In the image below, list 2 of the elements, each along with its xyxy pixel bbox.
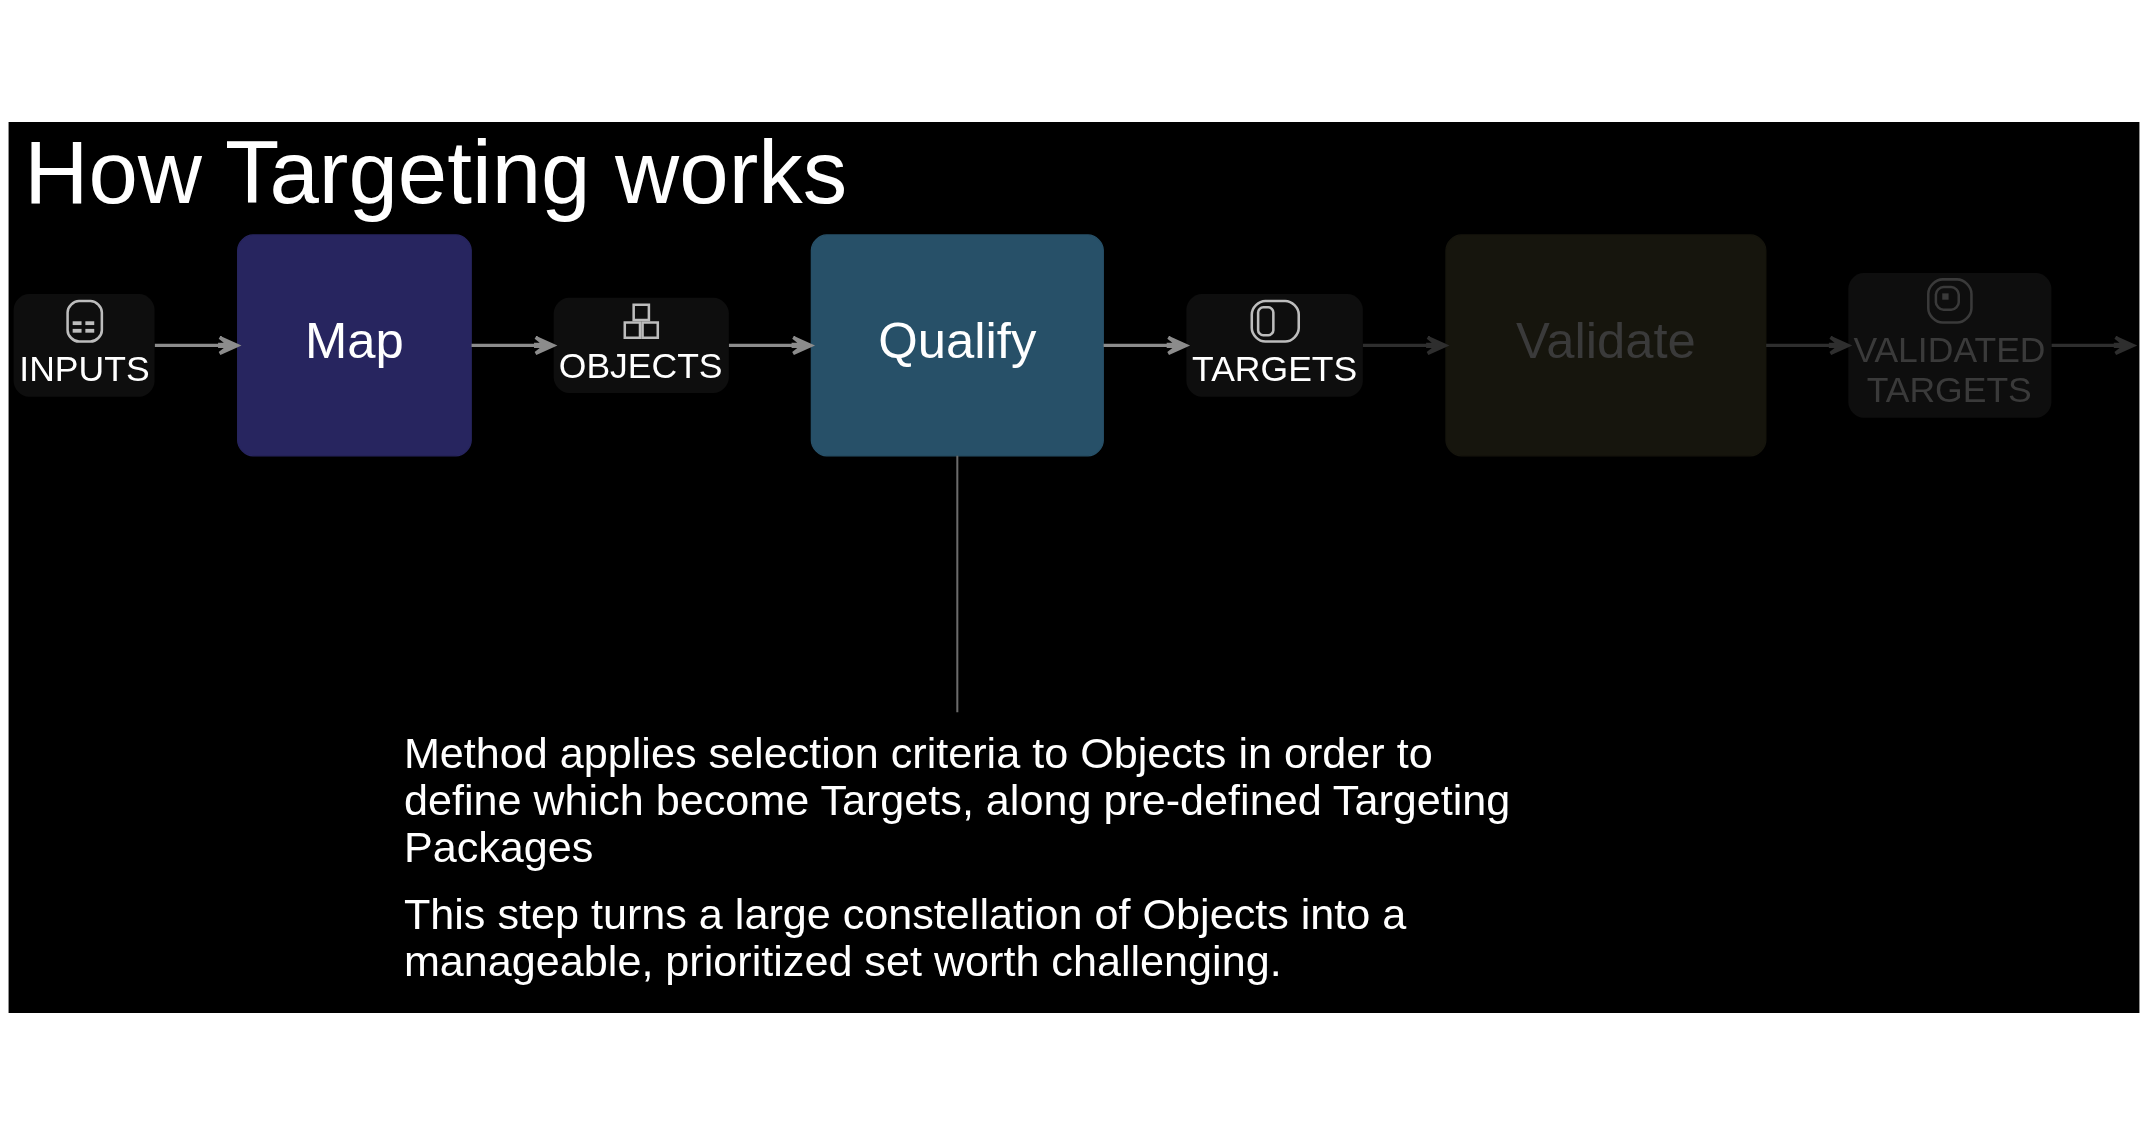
diagram-title: How Targeting works: [24, 122, 848, 222]
node-text: Method applies selection criteria to Objects in order to define which become Targets, along pre-defined Targeting Packages This step turns a large constellation of Objects into a manageable, prioritized set worth challenging.: [403, 728, 1511, 985]
